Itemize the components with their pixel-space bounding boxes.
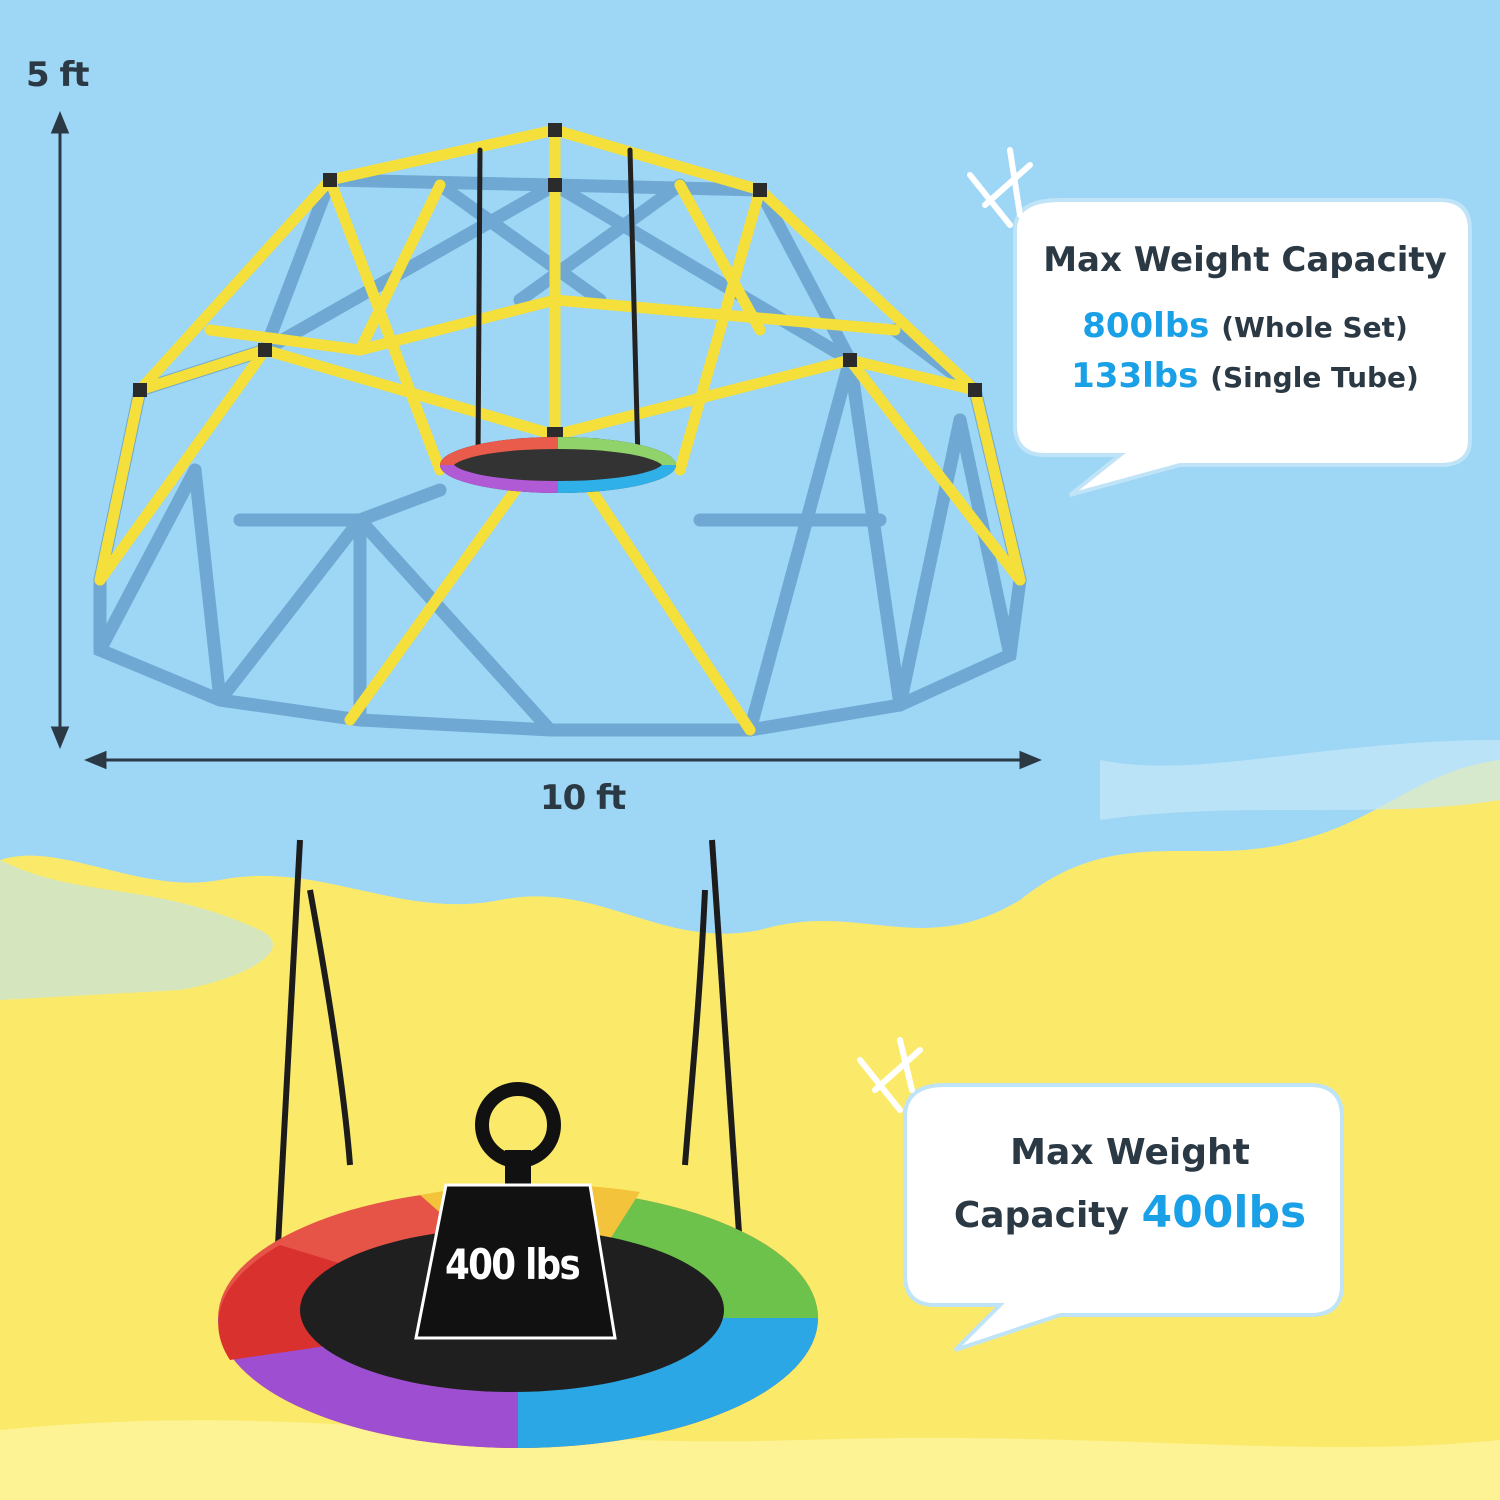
- dome-capacity-text: Max Weight Capacity 800lbs (Whole Set) 1…: [1030, 240, 1460, 402]
- dome-capacity-title: Max Weight Capacity: [1043, 240, 1447, 280]
- weight-label: 400 lbs: [445, 1240, 581, 1289]
- dome-climber: [93, 123, 1027, 737]
- height-dimension-arrow: [50, 111, 70, 749]
- swing-capacity-bubble: [857, 1037, 1344, 1352]
- width-label: 10 ft: [540, 778, 626, 818]
- height-label: 5 ft: [26, 55, 90, 95]
- single-tube-note: (Single Tube): [1210, 361, 1419, 394]
- dome-capacity-bubble: [967, 147, 1472, 497]
- whole-set-note: (Whole Set): [1221, 311, 1408, 344]
- width-dimension-arrow: [84, 750, 1042, 770]
- saucer-swing: [218, 839, 818, 1448]
- single-tube-value: 133lbs: [1071, 356, 1199, 396]
- swing-capacity-value: 400lbs: [1141, 1187, 1307, 1238]
- swing-capacity-line1: Max Weight: [1010, 1132, 1250, 1173]
- sparkle-icon: [967, 147, 1033, 228]
- sparkle-icon: [857, 1037, 923, 1113]
- swing-capacity-prefix: Capacity: [953, 1195, 1129, 1236]
- swing-capacity-text: Max Weight Capacity 400lbs: [925, 1132, 1335, 1238]
- whole-set-value: 800lbs: [1082, 306, 1210, 346]
- weight-icon: [414, 1082, 617, 1340]
